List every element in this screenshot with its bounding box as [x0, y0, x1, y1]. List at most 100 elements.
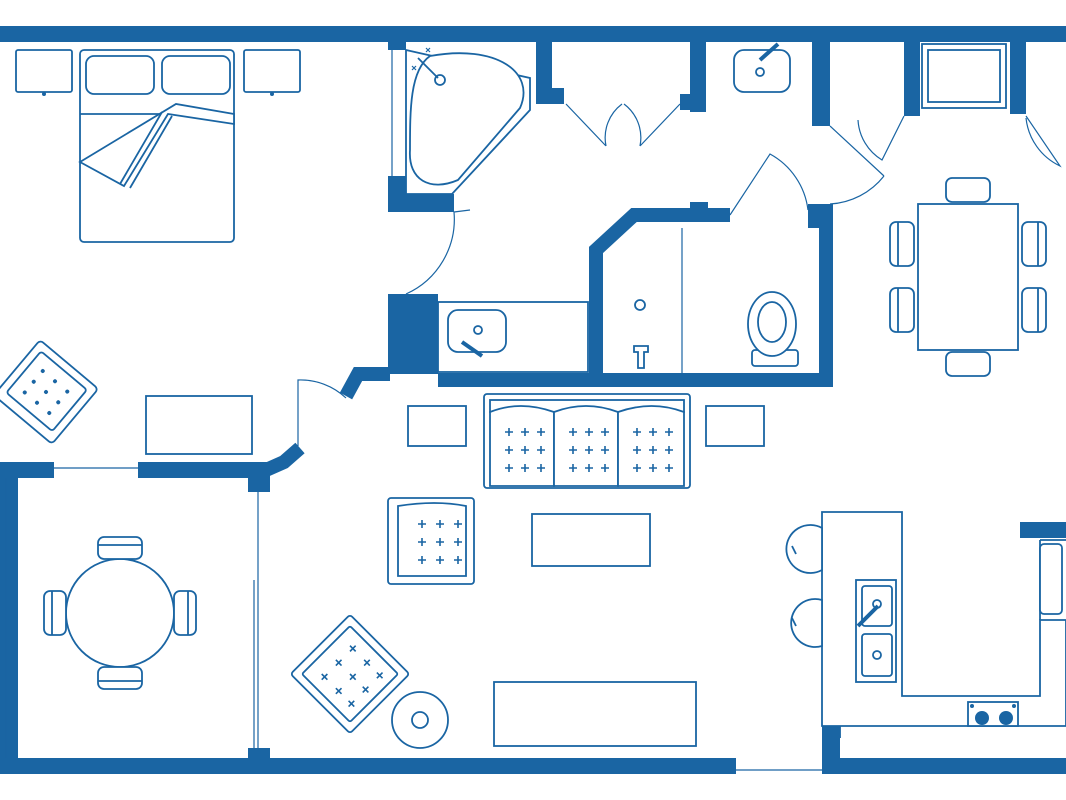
sink-drain — [872, 650, 882, 660]
burner — [999, 711, 1013, 725]
hall-door-swing — [829, 125, 885, 205]
living-entry-wall — [339, 367, 390, 400]
pillow-left — [85, 55, 155, 95]
dining-room-left — [43, 536, 197, 690]
shower-drain — [634, 299, 646, 311]
shower-tap — [633, 345, 649, 369]
sink-faucet — [856, 604, 880, 628]
left-wall-lower — [0, 462, 18, 774]
bar-stool-1 — [785, 524, 823, 574]
stool-back — [791, 545, 797, 555]
bathtub-faucet — [417, 57, 439, 79]
living-room — [387, 393, 765, 749]
wc-basin-faucet — [758, 42, 780, 62]
chair-right-1 — [1021, 221, 1047, 267]
dining-top-wall-right — [138, 462, 270, 478]
closet-door-swing-1 — [857, 115, 905, 161]
closet-double-door-left — [565, 103, 623, 147]
armchair-seat — [397, 502, 467, 577]
nightstand-right — [243, 49, 301, 93]
burner-knob — [1012, 704, 1016, 708]
top-wall — [0, 26, 1066, 42]
closet-jamb-1 — [536, 88, 564, 104]
toilet-bowl — [747, 291, 797, 357]
bathtub-basin — [409, 52, 525, 186]
toilet-seat — [757, 301, 787, 343]
round-stool — [391, 691, 449, 749]
bath-block-lower-wall — [438, 204, 833, 387]
wc-angled-wall — [589, 208, 730, 374]
wc-right-jamb — [808, 204, 830, 228]
wc-wall-stub — [690, 202, 708, 216]
living-armchair-rotated — [290, 614, 410, 734]
side-table-left — [407, 405, 467, 447]
closet-double-door-right — [623, 103, 681, 147]
dining-chair-left — [43, 590, 67, 636]
dining-bottom-post — [248, 748, 270, 774]
dining-corner-post — [248, 462, 270, 492]
exterior-walls — [0, 26, 1066, 774]
vanity-sink — [447, 309, 507, 353]
counter-appliance — [1039, 543, 1063, 615]
kitchen — [785, 511, 1066, 738]
side-table-right — [705, 405, 765, 447]
interior-walls — [0, 42, 1026, 774]
chair-bottom — [945, 351, 991, 377]
wc-basin — [733, 49, 791, 93]
pillow-right — [161, 55, 231, 95]
nightstand-knob — [270, 92, 274, 96]
closet-wall-5 — [1010, 42, 1026, 114]
bedroom-bath-wall-upper — [388, 42, 406, 50]
bathtub-tap-marks — [411, 47, 431, 71]
dining-chair-bottom — [97, 666, 143, 690]
sofa-cushion-1 — [489, 405, 555, 487]
doors — [297, 103, 1062, 446]
chair-left-2 — [889, 287, 915, 333]
wc-door-swing — [729, 153, 809, 216]
bathtub-drain — [434, 74, 446, 86]
bedroom-armchair — [0, 340, 98, 444]
bar-stool-2 — [790, 598, 823, 648]
sofa-cushion-3 — [617, 405, 685, 487]
bath-door-jamb — [388, 194, 454, 212]
burner-knob — [970, 704, 974, 708]
bottom-wall-right — [822, 758, 1066, 774]
closet-door-swing-2 — [1025, 115, 1062, 168]
stool-back — [791, 617, 797, 627]
dining-angled-wall — [263, 442, 305, 477]
chair-top — [945, 177, 991, 203]
living-entry-door — [297, 379, 347, 446]
closet-jamb-2 — [680, 94, 706, 110]
double-bed — [79, 49, 235, 243]
sofa-cushion-2 — [553, 405, 619, 487]
chair-left-1 — [889, 221, 915, 267]
nightstand-knob — [42, 92, 46, 96]
closet-wall-4 — [904, 42, 920, 116]
vanity-faucet — [460, 340, 484, 358]
chair-right-2 — [1021, 287, 1047, 333]
tv-console — [493, 681, 697, 747]
sofa-cushion-tufting — [505, 428, 673, 472]
washer-inner — [927, 49, 1001, 103]
burner — [975, 711, 989, 725]
bedroom-door-swing — [405, 209, 471, 295]
sink-bowl-2 — [861, 633, 893, 677]
round-stool-center — [411, 711, 429, 729]
closet-wall-3 — [812, 42, 830, 126]
right-wall-stub — [1020, 522, 1066, 538]
round-dining-table — [65, 558, 175, 668]
bottom-wall-left — [0, 758, 736, 774]
wc-basin-drain — [755, 67, 765, 77]
washer-box — [921, 43, 1007, 109]
closet-wall-1 — [536, 42, 552, 102]
armchair-tufting — [418, 520, 462, 564]
ensuite-wall — [388, 294, 438, 374]
coffee-table — [531, 513, 651, 567]
dining-table — [917, 203, 1019, 351]
dining-top-wall-left — [0, 462, 54, 478]
dining-chair-right — [173, 590, 197, 636]
duvet-fold-line — [119, 111, 173, 189]
bedroom — [15, 49, 301, 243]
folded-duvet — [78, 103, 235, 188]
